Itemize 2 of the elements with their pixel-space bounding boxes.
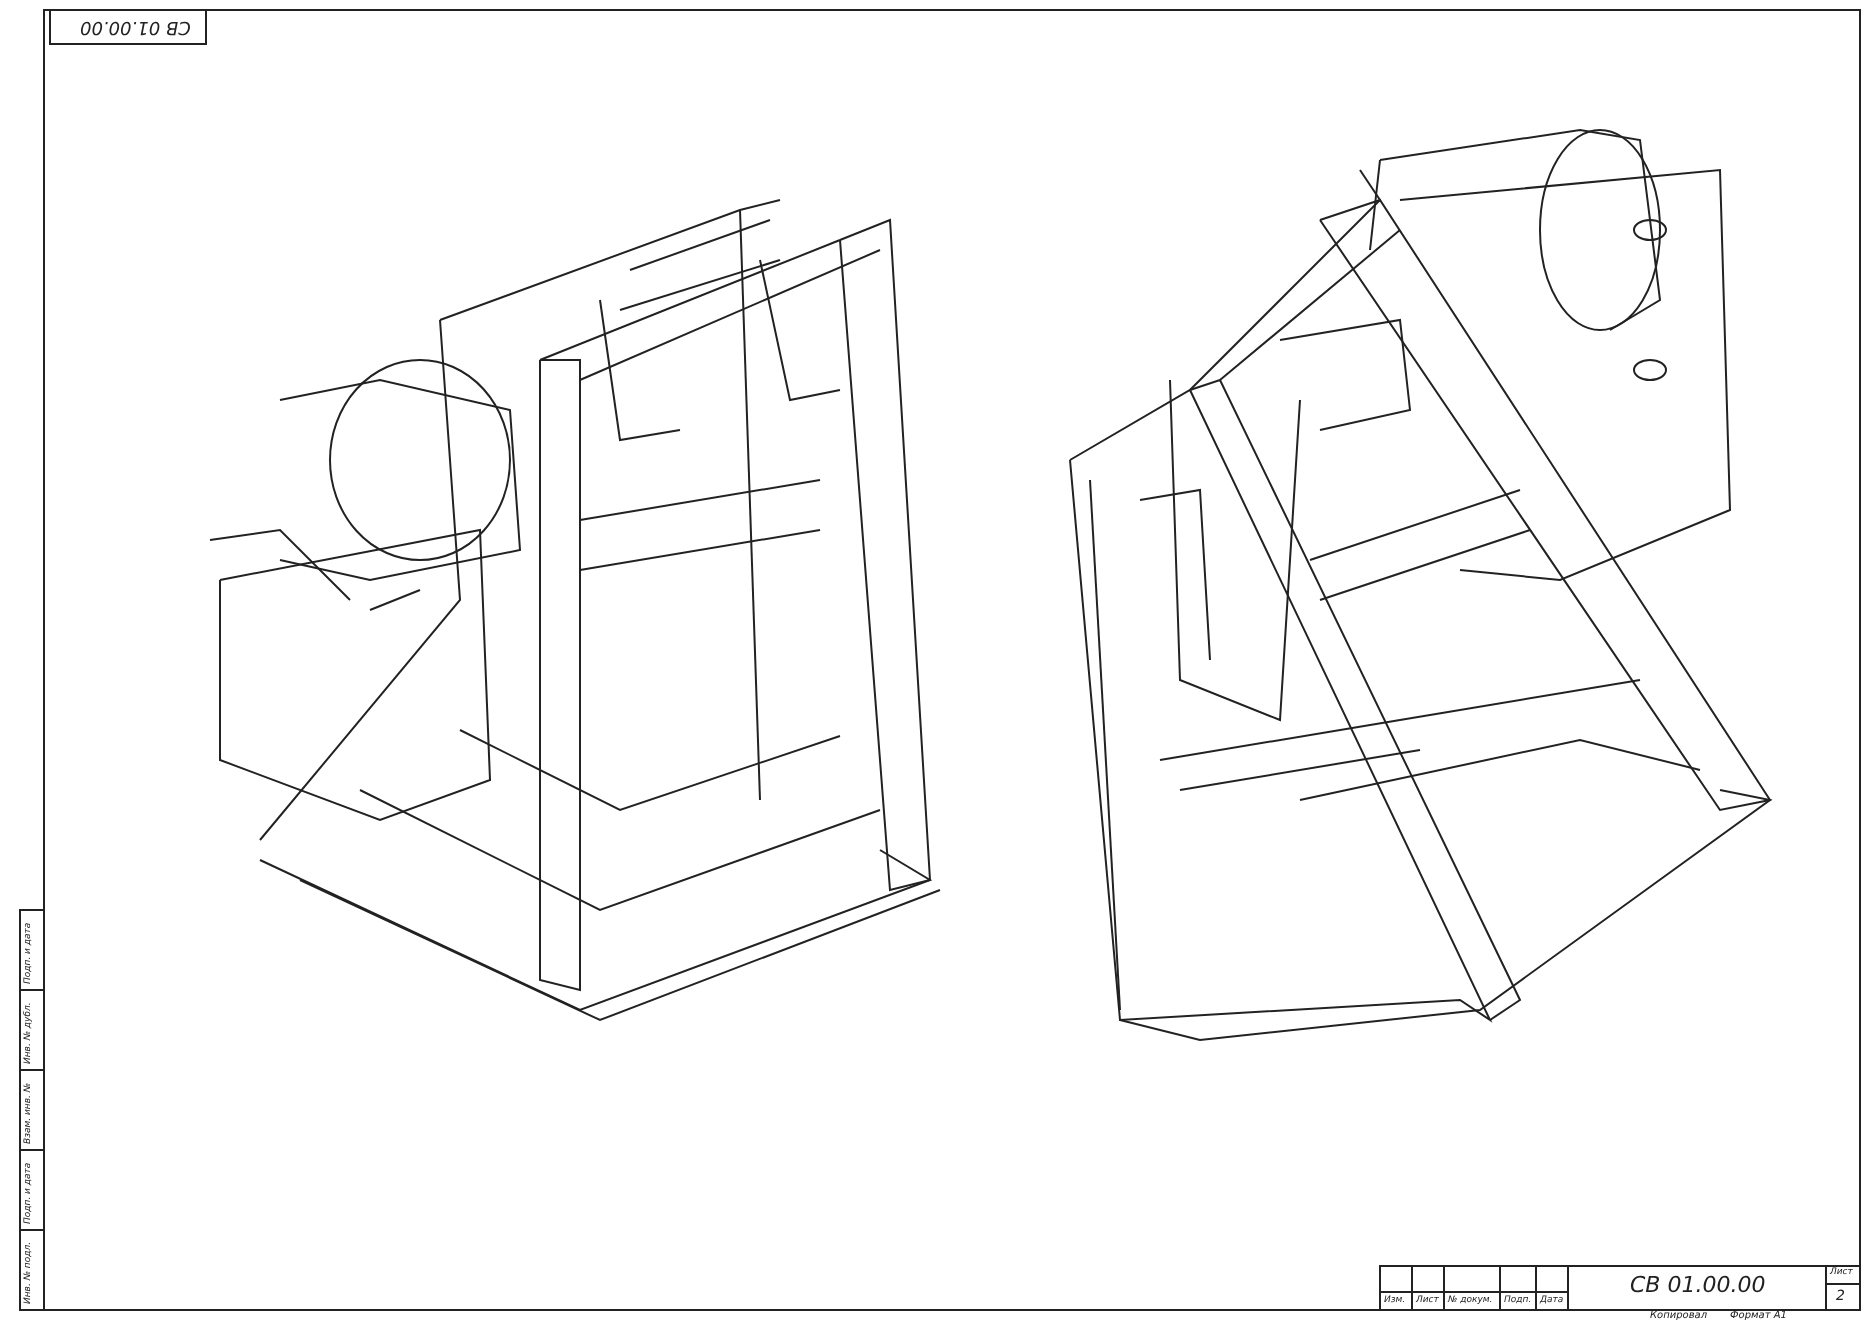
drawing-number: СВ 01.00.00 xyxy=(1630,1274,1766,1296)
drawing-number: СВ 01.00.00 xyxy=(80,16,191,34)
